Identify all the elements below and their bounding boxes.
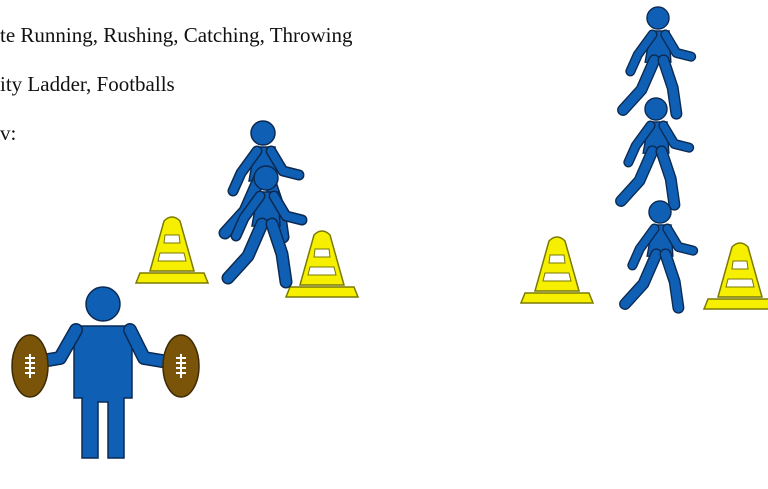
coach-figure-icon xyxy=(36,287,168,458)
runner-icon xyxy=(625,201,693,308)
traffic-cone-icon xyxy=(286,231,358,297)
traffic-cone-icon xyxy=(521,237,593,303)
traffic-cone-icon xyxy=(704,243,768,309)
football-icon xyxy=(12,335,48,397)
football-icon xyxy=(163,335,199,397)
traffic-cone-icon xyxy=(136,217,208,283)
